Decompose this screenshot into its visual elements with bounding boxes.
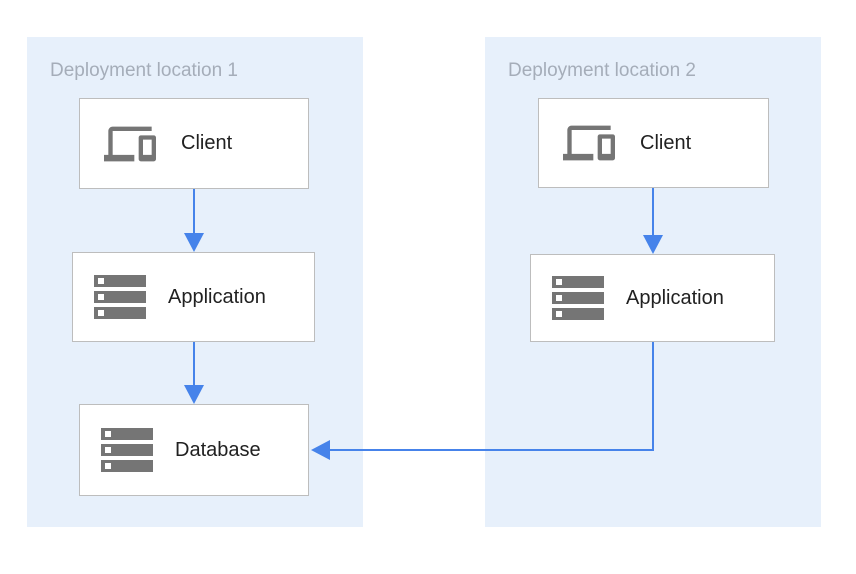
node-client-2: Client [538,98,769,188]
arrow-line [330,449,654,451]
server-stack-icon [101,428,153,472]
node-label: Client [640,131,692,154]
server-stack-icon [94,275,146,319]
node-application-1: Application [72,252,315,342]
devices-icon [563,125,615,161]
arrow-line [652,342,654,451]
arrow-head-icon [311,440,330,460]
node-label: Client [181,132,233,154]
node-label: Application [626,286,724,309]
arrow-line [193,189,195,235]
arrow-line [652,188,654,237]
arrow-line [193,342,195,387]
zone-1-title: Deployment location 1 [50,60,238,81]
devices-icon [104,126,156,161]
node-client-1: Client [79,98,309,189]
node-database-1: Database [79,404,309,496]
arrow-head-icon [643,235,663,254]
node-label: Application [168,285,266,308]
arrow-head-icon [184,385,204,404]
arrow-head-icon [184,233,204,252]
node-label: Database [175,438,261,461]
node-application-2: Application [530,254,775,342]
server-stack-icon [552,276,604,320]
zone-2-title: Deployment location 2 [508,60,696,81]
